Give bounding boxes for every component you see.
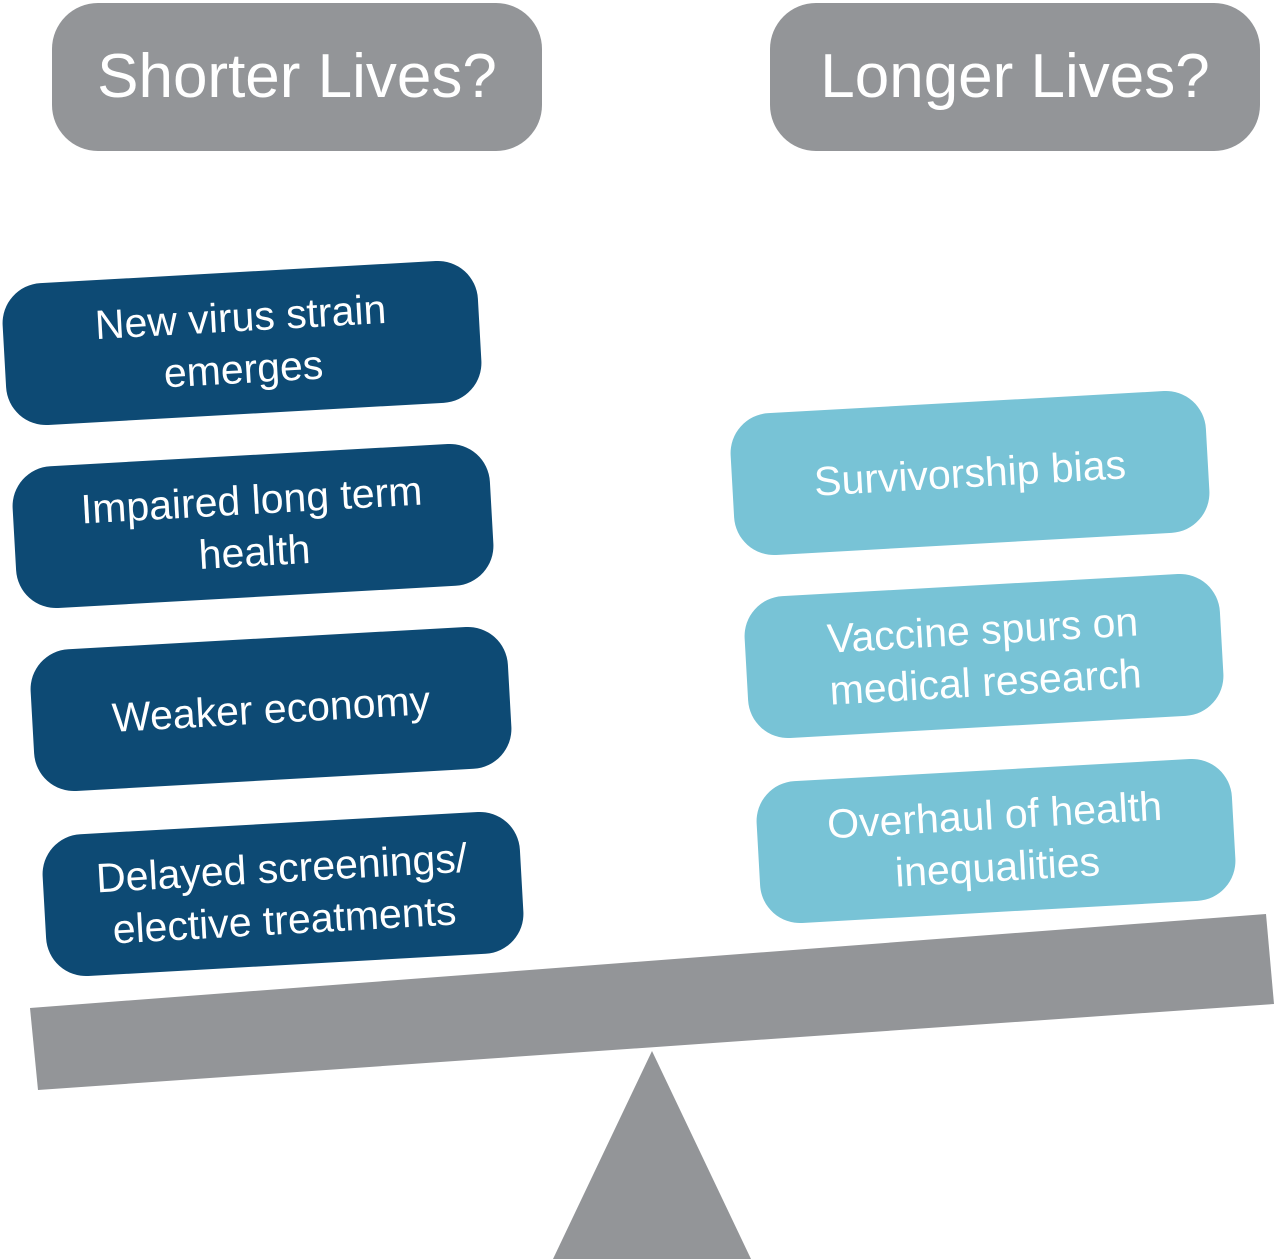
factor-overhaul-health-inequalities: Overhaul of health inequalities [754, 756, 1238, 926]
factor-vaccine-medical-research: Vaccine spurs on medical research [742, 571, 1226, 741]
seesaw-fulcrum [553, 1051, 751, 1259]
factor-label-line: Weaker economy [110, 676, 432, 741]
factor-label-line: Survivorship bias [812, 441, 1128, 505]
factor-impaired-long-term-health: Impaired long term health [10, 441, 496, 611]
shorter-lives-header: Shorter Lives? [52, 3, 542, 151]
longer-lives-header-label: Longer Lives? [820, 42, 1210, 111]
factor-weaker-economy: Weaker economy [28, 624, 514, 794]
factor-delayed-screenings: Delayed screenings/ elective treatments [40, 809, 526, 979]
shorter-lives-header-label: Shorter Lives? [97, 42, 497, 111]
seesaw-beam [30, 914, 1274, 1090]
factor-new-virus-strain: New virus strain emerges [0, 258, 484, 428]
longer-lives-header: Longer Lives? [770, 3, 1260, 151]
factor-survivorship-bias: Survivorship bias [728, 388, 1212, 558]
